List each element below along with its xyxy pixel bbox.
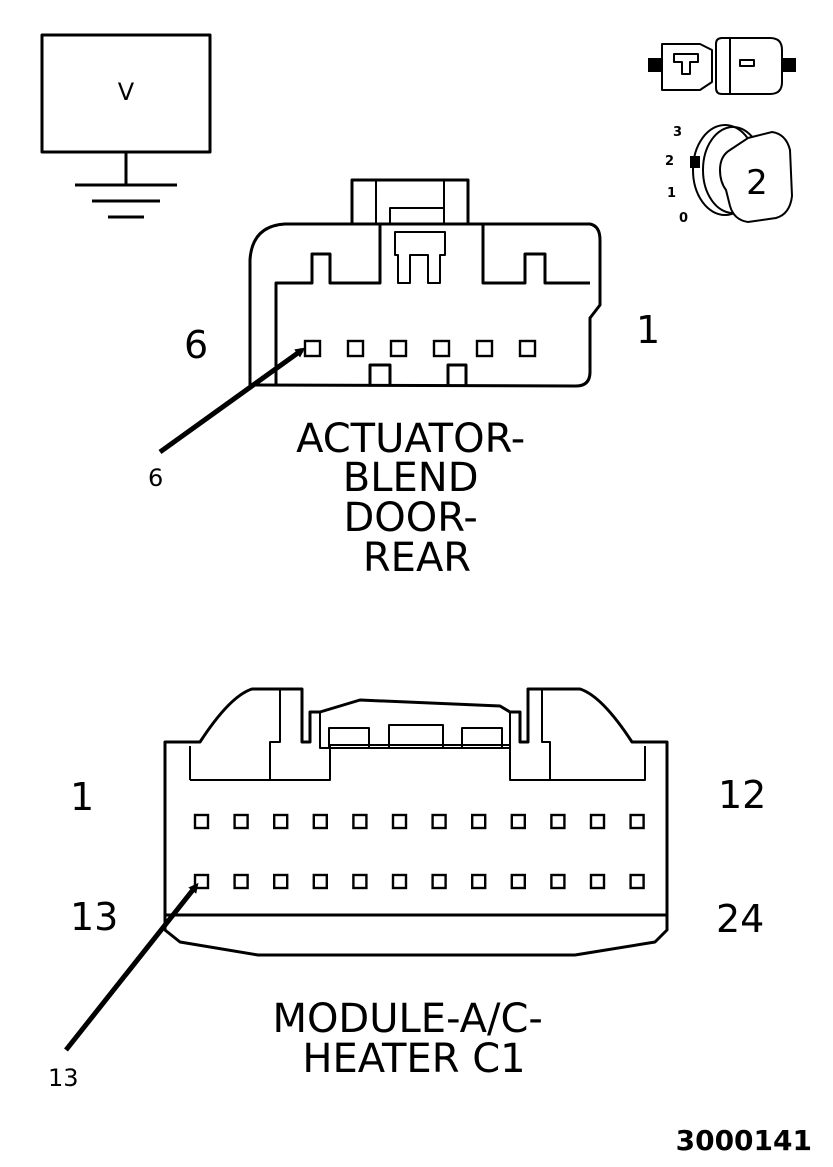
pin-label-top-left: 1 bbox=[70, 775, 94, 819]
pin-cavity bbox=[193, 873, 210, 890]
pin-cavity bbox=[391, 873, 408, 890]
pin-cavity bbox=[629, 873, 645, 890]
ignition-pos-1: 1 bbox=[667, 186, 676, 201]
connector-shell bbox=[163, 687, 669, 957]
pin-cavity bbox=[629, 813, 645, 830]
ignition-pos-3: 3 bbox=[673, 125, 682, 140]
pin-label-bottom-left: 13 bbox=[70, 895, 118, 939]
pin-cavity bbox=[589, 813, 606, 830]
pin-label-bottom-right: 24 bbox=[716, 897, 764, 941]
pointer-label: 13 bbox=[48, 1064, 79, 1092]
pin-grid-bottom-connector bbox=[193, 813, 645, 890]
pin-cavity bbox=[273, 873, 289, 890]
pin-cavity bbox=[352, 813, 368, 830]
connector-actuator-blend-door-rear: 6 1 6 ACTUATOR- BLEND DOOR- REAR bbox=[148, 178, 660, 581]
voltmeter: V bbox=[40, 33, 212, 219]
pin-cavity bbox=[510, 873, 526, 890]
pin-cavity bbox=[233, 813, 249, 830]
connector-name-line-2: HEATER C1 bbox=[302, 1036, 525, 1082]
pin-row-top-connector bbox=[303, 339, 537, 358]
connector-name-line-4: REAR bbox=[363, 535, 471, 581]
pin-cavity bbox=[312, 813, 328, 830]
disconnected-connector-icon bbox=[648, 37, 796, 95]
connector-name-line-3: DOOR- bbox=[343, 495, 477, 541]
pin-cavity bbox=[352, 873, 368, 890]
pin-cavity bbox=[518, 339, 537, 358]
pin-cavity bbox=[510, 813, 526, 830]
pin-label-left: 6 bbox=[184, 323, 208, 367]
pin-cavity bbox=[233, 873, 249, 890]
ignition-pos-0: 0 bbox=[679, 211, 688, 226]
ignition-selected-position: 2 bbox=[746, 163, 768, 203]
pin-cavity bbox=[273, 813, 289, 830]
pin-cavity bbox=[432, 339, 451, 358]
connector-cavity bbox=[274, 224, 590, 386]
pin-cavity bbox=[589, 873, 606, 890]
pin-cavity bbox=[550, 813, 566, 830]
pin-label-top-right: 12 bbox=[718, 773, 766, 817]
pin-cavity bbox=[471, 873, 487, 890]
pin-cavity bbox=[346, 339, 365, 358]
pin-cavity bbox=[471, 813, 487, 830]
pin-cavity bbox=[193, 813, 210, 830]
connector-latch bbox=[350, 178, 470, 224]
connector-shell bbox=[248, 222, 602, 388]
connector-name-line-1: MODULE-A/C- bbox=[272, 996, 542, 1042]
pin-cavity bbox=[391, 813, 408, 830]
connector-name: ACTUATOR- BLEND DOOR- REAR bbox=[296, 416, 538, 581]
pin-cavity bbox=[389, 339, 408, 358]
ignition-switch-icon: 3 2 1 0 2 bbox=[665, 124, 794, 226]
ignition-pos-2: 2 bbox=[665, 154, 674, 169]
pin-cavity bbox=[303, 339, 322, 358]
pointer-arrow bbox=[64, 882, 199, 1052]
pin-cavity bbox=[431, 873, 447, 890]
connector-name: MODULE-A/C- HEATER C1 bbox=[272, 996, 555, 1082]
voltmeter-symbol: V bbox=[118, 78, 135, 106]
pin-cavity bbox=[431, 813, 447, 830]
pin-cavity bbox=[475, 339, 494, 358]
figure-number: 3000141 bbox=[676, 1124, 812, 1157]
pointer-arrow bbox=[158, 347, 306, 455]
connector-name-line-2: BLEND bbox=[343, 455, 479, 501]
pin-cavity bbox=[550, 873, 566, 890]
pin-cavity bbox=[312, 873, 328, 890]
pin-label-right: 1 bbox=[636, 308, 660, 352]
pointer-label: 6 bbox=[148, 464, 163, 492]
connector-module-ac-heater-c1: 1 12 13 24 13 MODULE-A/C- HEATER C1 bbox=[48, 687, 766, 1092]
